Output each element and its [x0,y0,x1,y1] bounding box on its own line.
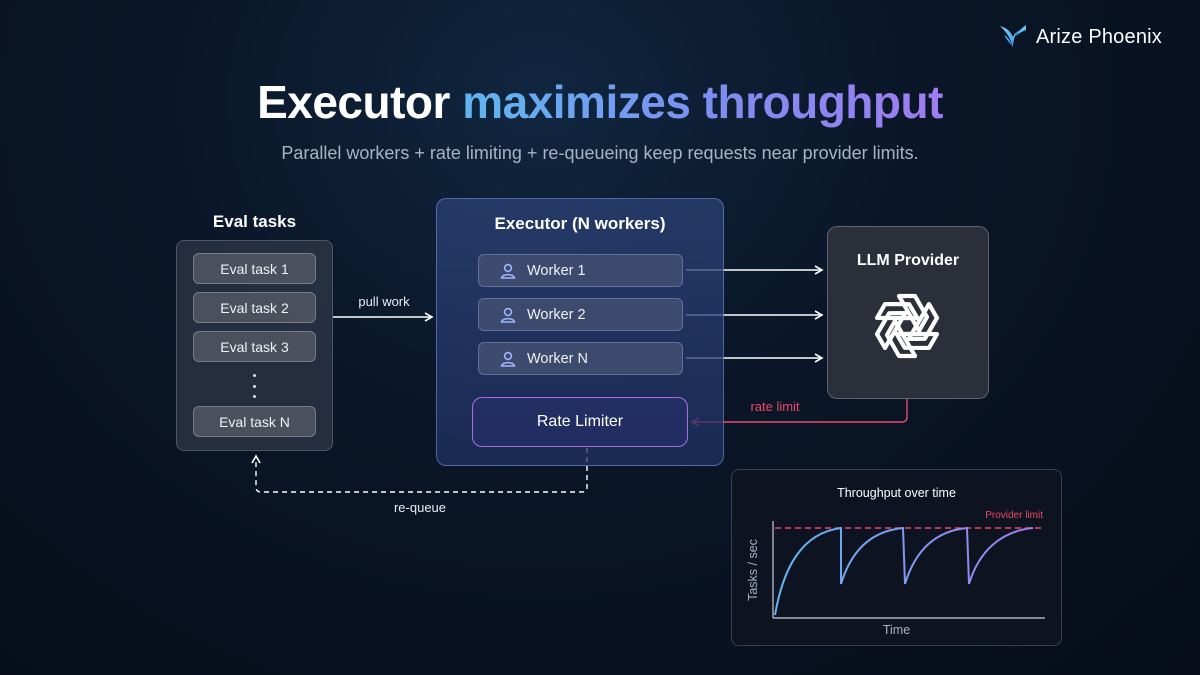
openai-logo-icon [874,293,940,359]
chart-title: Throughput over time [837,486,956,500]
worker-item: Worker 2 [478,298,683,331]
requeue-arrow [251,448,588,493]
ellipsis-icon [246,374,262,398]
pull-work-label: pull work [358,294,410,309]
chart-xlabel: Time [882,623,911,637]
rate-limit-label: rate limit [750,399,800,414]
eval-task-item: Eval task N [193,406,316,437]
phoenix-logo-icon [1000,25,1026,48]
worker-label: Worker N [527,350,588,367]
brand-name: Arize Phoenix [1036,25,1162,48]
throughput-line [774,526,1034,616]
worker-item: Worker 1 [478,254,683,287]
eval-task-item: Eval task 1 [193,253,316,284]
brand: Arize Phoenix [998,22,1162,52]
requeue-label: re-queue [393,500,447,515]
headline-part1: Executor [257,76,450,128]
provider-limit-label: Provider limit [985,510,1043,521]
worker-label: Worker 1 [527,262,586,279]
subtitle: Parallel workers + rate limiting + re-qu… [281,143,919,163]
worker-label: Worker 2 [527,306,586,323]
executor-title: Executor (N workers) [494,214,666,233]
throughput-chart-panel [731,469,1062,646]
worker-item: Worker N [478,342,683,375]
throughput-chart [772,521,1045,619]
eval-task-item: Eval task 3 [193,331,316,362]
user-icon [500,307,516,323]
rate-limiter: Rate Limiter [472,397,688,447]
user-icon [500,263,516,279]
llm-provider-title: LLM Provider [856,252,960,269]
eval-task-item: Eval task 2 [193,292,316,323]
rate-limit-arrow [690,399,908,427]
user-icon [500,351,516,367]
eval-tasks-title: Eval tasks [212,212,297,231]
headline: Executor maximizes throughput [0,75,1200,129]
headline-part2: maximizes throughput [462,76,943,128]
